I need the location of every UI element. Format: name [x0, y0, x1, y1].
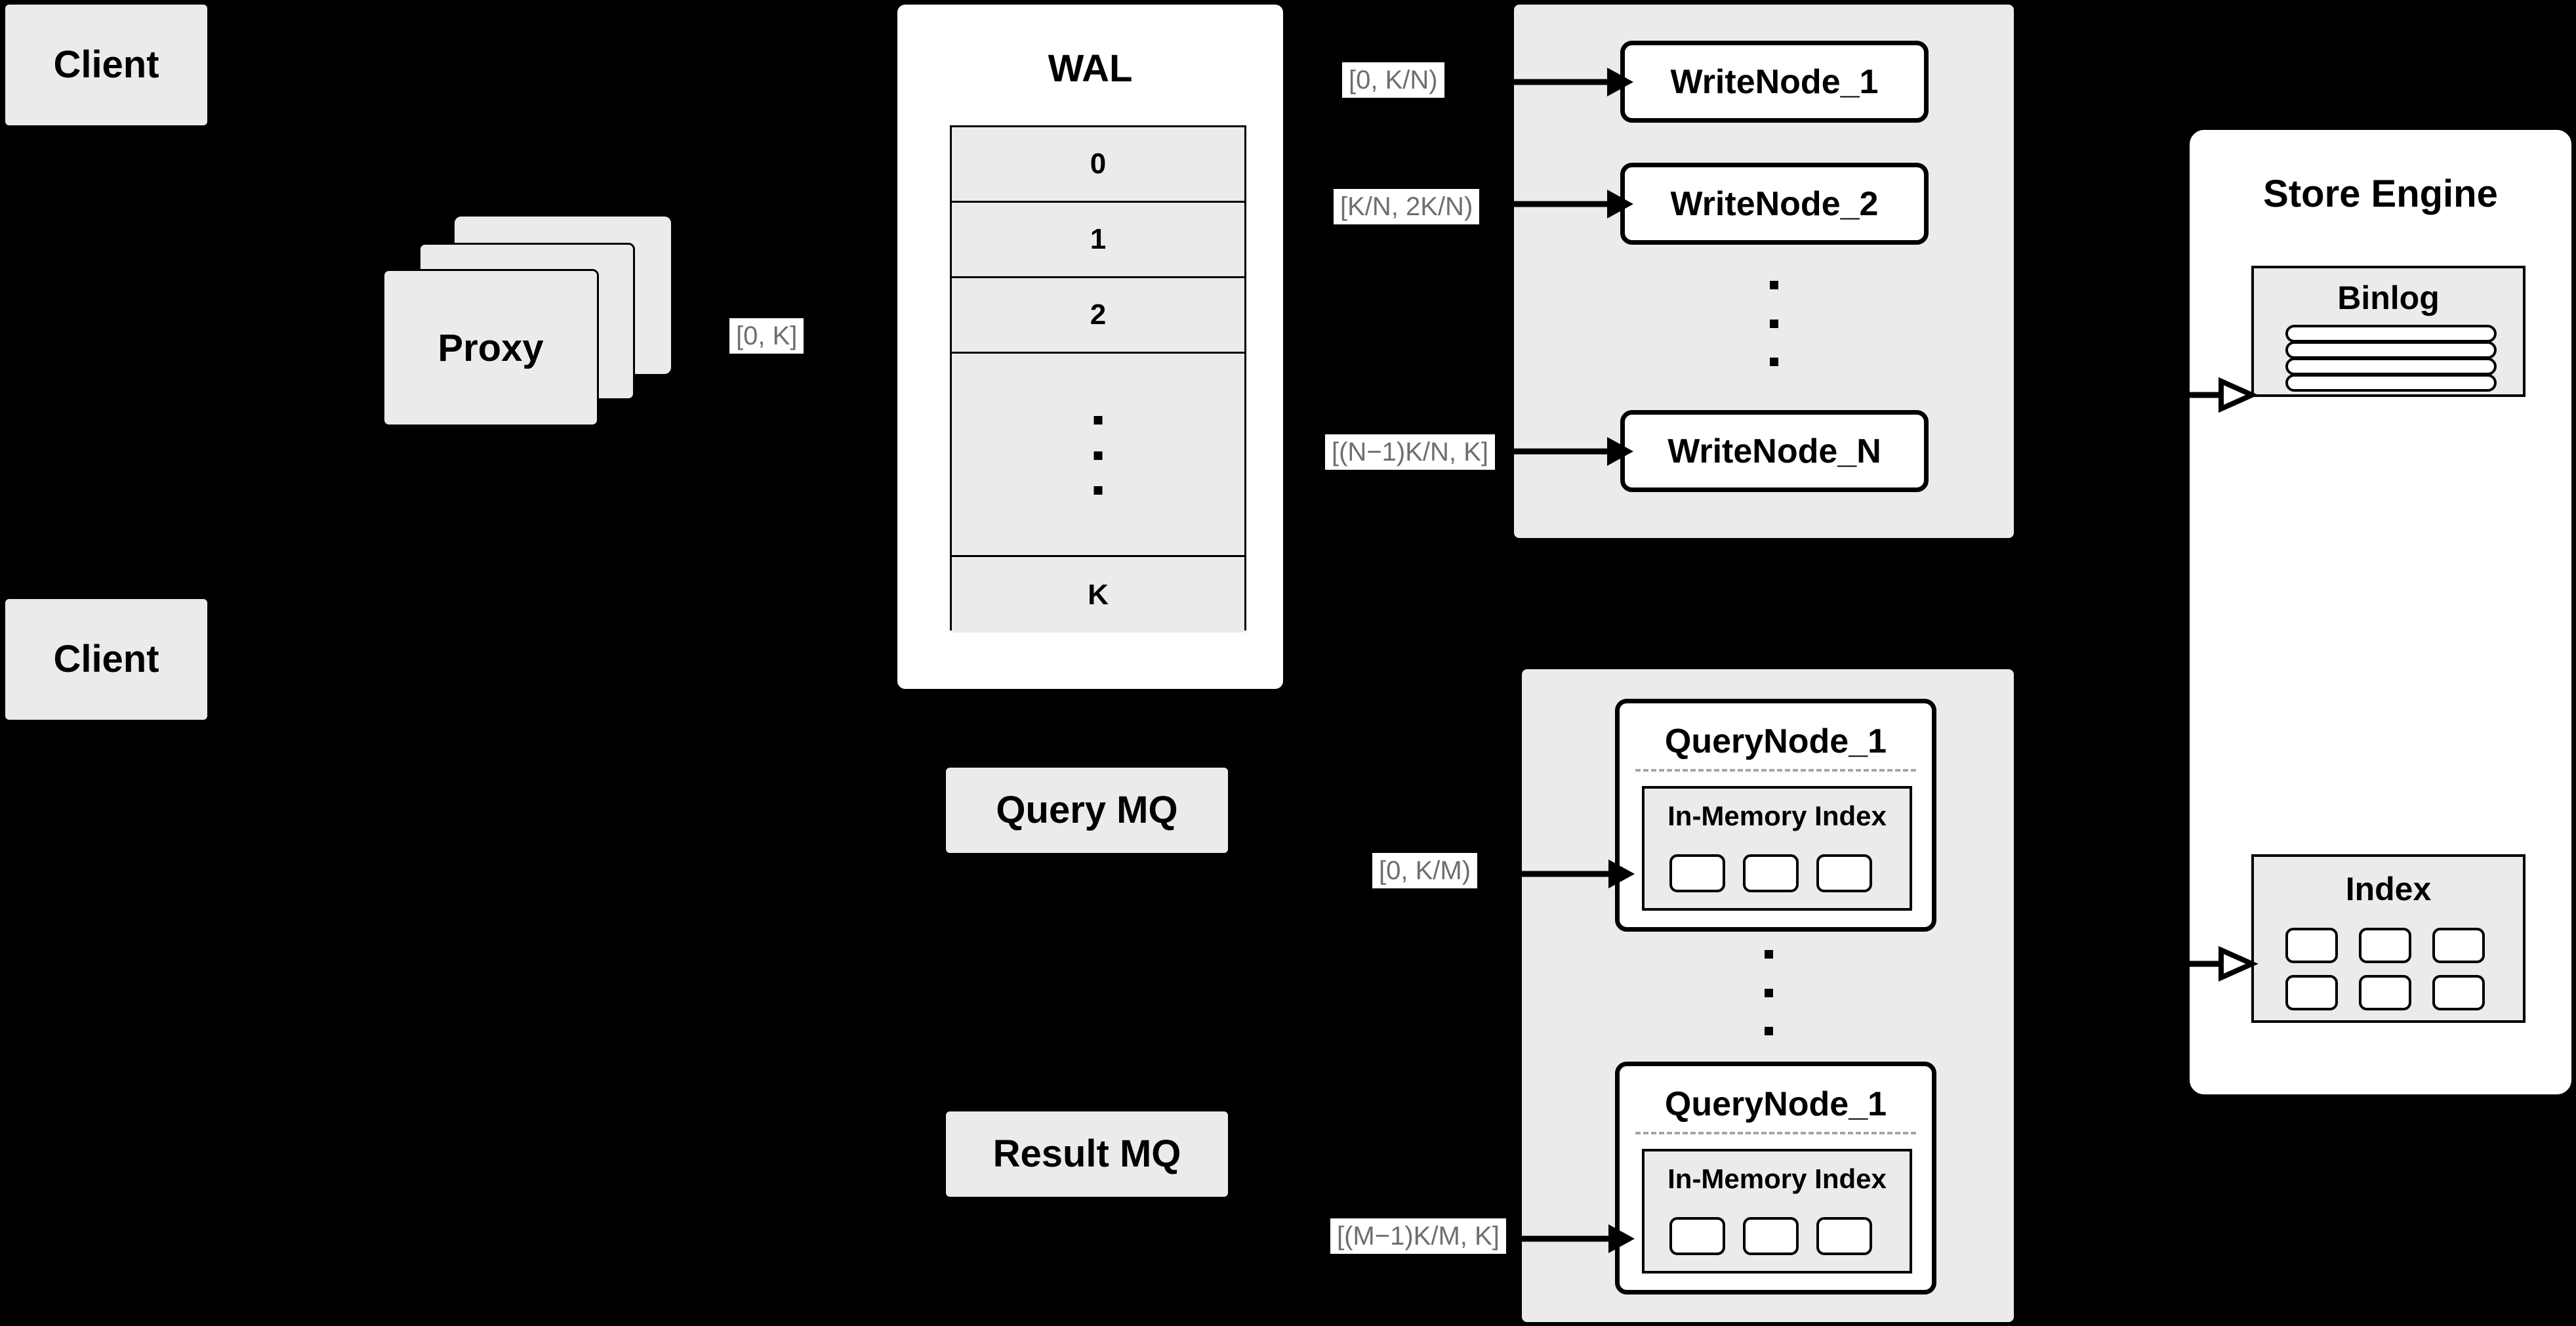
wal-row-ellipsis	[952, 354, 1244, 557]
arrow-to-index	[2183, 945, 2259, 982]
arrow-to-write-node-2	[1509, 188, 1633, 220]
edge-label-mq-to-querynode-1: [0, K/M)	[1372, 853, 1478, 888]
write-node-ellipsis-dots	[1770, 281, 1778, 366]
arrow-to-write-node-n	[1509, 435, 1633, 468]
query-node-1-index-title: In-Memory Index	[1667, 800, 1887, 831]
arrow-to-query-node-1	[1515, 858, 1635, 890]
edge-label-wal-to-writenode-n: [(N−1)K/N, K]	[1325, 434, 1495, 470]
write-node-1[interactable]: WriteNode_1	[1620, 41, 1929, 123]
binlog-row-4	[2285, 374, 2497, 392]
write-node-2-label: WriteNode_2	[1670, 184, 1879, 223]
index-chip-r1c3	[2432, 928, 2485, 963]
index-panel: Index	[2251, 854, 2525, 1023]
edge-label-wal-to-writenode-1: [0, K/N)	[1342, 62, 1444, 98]
index-chip-r2c1	[2285, 975, 2338, 1010]
proxy-label: Proxy	[438, 326, 544, 369]
index-chip-r1c1	[2285, 928, 2338, 963]
binlog-row-2	[2285, 341, 2497, 359]
binlog-row-3	[2285, 358, 2497, 375]
query-node-m-index-chip-2	[1743, 1217, 1799, 1255]
query-node-m-label: QueryNode_1	[1664, 1085, 1887, 1123]
query-node-1-in-memory-index: In-Memory Index	[1642, 786, 1912, 911]
proxy-stack[interactable]: Proxy	[382, 217, 671, 426]
client-label-2: Client	[53, 638, 159, 681]
arrow-to-write-node-1	[1509, 66, 1633, 98]
wal-row-value-k: K	[1088, 578, 1109, 611]
store-engine-container: Store Engine Binlog Index	[2190, 130, 2571, 1094]
binlog-row-1	[2285, 325, 2497, 342]
wal-row-k[interactable]: K	[952, 557, 1244, 632]
proxy-card-front[interactable]: Proxy	[382, 269, 599, 426]
client-box-2[interactable]: Client	[5, 599, 207, 720]
query-node-m-in-memory-index: In-Memory Index	[1642, 1149, 1912, 1274]
store-engine-title: Store Engine	[2263, 173, 2498, 215]
write-node-2[interactable]: WriteNode_2	[1620, 163, 1929, 245]
result-mq-box[interactable]: Result MQ	[946, 1111, 1228, 1197]
query-node-m-index-title: In-Memory Index	[1667, 1163, 1887, 1194]
query-mq-label: Query MQ	[996, 789, 1178, 832]
wal-row-value-2: 2	[1090, 299, 1107, 331]
client-box-1[interactable]: Client	[5, 5, 207, 125]
wal-row-1[interactable]: 1	[952, 203, 1244, 278]
wal-row-value-0: 0	[1090, 148, 1107, 180]
query-node-m-index-chip-1	[1669, 1217, 1725, 1255]
binlog-title: Binlog	[2337, 280, 2440, 316]
query-node-1[interactable]: QueryNode_1 In-Memory Index	[1615, 699, 1936, 932]
wal-row-2[interactable]: 2	[952, 278, 1244, 354]
edge-label-wal-to-writenode-2: [K/N, 2K/N)	[1334, 189, 1480, 224]
query-node-1-label: QueryNode_1	[1664, 722, 1887, 760]
binlog-panel: Binlog	[2251, 266, 2525, 397]
wal-title: WAL	[1048, 47, 1133, 90]
write-node-n[interactable]: WriteNode_N	[1620, 410, 1929, 492]
query-node-1-separator	[1635, 769, 1916, 772]
write-node-1-label: WriteNode_1	[1670, 62, 1879, 101]
wal-entries-table: 0 1 2 K	[950, 125, 1246, 632]
arrow-to-binlog	[2183, 377, 2259, 413]
write-node-n-label: WriteNode_N	[1667, 432, 1881, 470]
query-node-m-separator	[1635, 1132, 1916, 1134]
result-mq-label: Result MQ	[992, 1132, 1181, 1176]
index-chip-r2c3	[2432, 975, 2485, 1010]
index-chip-r2c2	[2359, 975, 2411, 1010]
arrow-to-query-node-m	[1515, 1222, 1635, 1255]
client-label-1: Client	[53, 43, 159, 87]
query-node-1-index-chip-1	[1669, 854, 1725, 892]
wal-container: WAL 0 1 2 K	[897, 5, 1283, 689]
index-title: Index	[2345, 871, 2432, 907]
query-node-1-index-chip-3	[1816, 854, 1872, 892]
edge-label-proxy-to-wal: [0, K]	[729, 318, 804, 354]
query-mq-box[interactable]: Query MQ	[946, 768, 1228, 853]
query-node-m-index-chip-3	[1816, 1217, 1872, 1255]
query-node-1-index-chip-2	[1743, 854, 1799, 892]
query-node-ellipsis-dots	[1765, 950, 1773, 1035]
wal-row-value-1: 1	[1090, 223, 1107, 255]
wal-row-0[interactable]: 0	[952, 127, 1244, 203]
edge-label-mq-to-querynode-m: [(M−1)K/M, K]	[1330, 1218, 1506, 1254]
wal-ellipsis-dots	[1094, 416, 1103, 495]
index-chip-r1c2	[2359, 928, 2411, 963]
query-node-m[interactable]: QueryNode_1 In-Memory Index	[1615, 1062, 1936, 1295]
